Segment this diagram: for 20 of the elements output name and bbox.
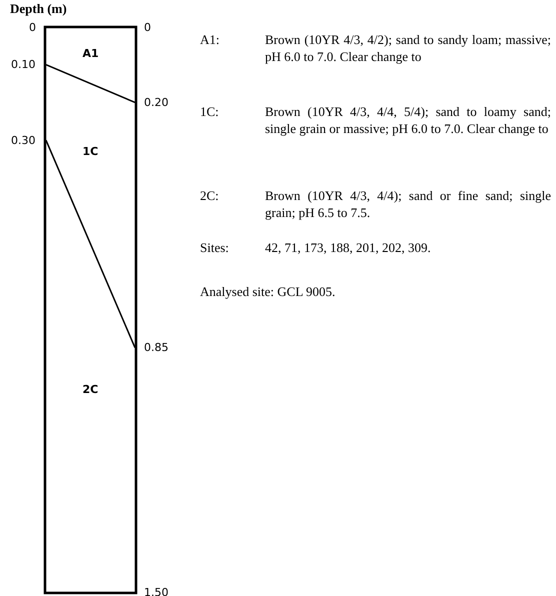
depth-value: 0	[144, 20, 151, 34]
note-heading: Sites:	[200, 239, 229, 256]
horizon-code: 2C:	[200, 187, 219, 204]
analysed-site-note: Analysed site: GCL 9005.	[200, 283, 336, 300]
horizon-description: Brown (10YR 4/3, 4/4, 5/4); sand to loamy sand; single grain or massive; pH 6.0 to 7.0. Clear change to	[265, 103, 551, 137]
depth-value: 0.20	[144, 96, 168, 109]
depth-value: 0	[29, 20, 36, 34]
depth-value: 0.30	[11, 134, 36, 147]
sites-list: 42, 71, 173, 188, 201, 202, 309.	[265, 239, 431, 256]
horizon-code: 1C:	[200, 103, 219, 120]
horizon-description: Brown (10YR 4/3, 4/4); sand or fine sand; single grain; pH 6.5 to 7.5.	[265, 187, 551, 221]
horizon-label: 2C	[82, 382, 98, 396]
axis-title: Depth (m)	[10, 0, 67, 17]
depth-value: 0.85	[144, 341, 168, 354]
soil-profile-column	[44, 26, 138, 594]
depth-value: 0.10	[11, 58, 36, 72]
horizon-description: Brown (10YR 4/3, 4/2); sand to sandy loam; massive; pH 6.0 to 7.0. Clear change to	[265, 31, 551, 65]
horizon-label: A1	[82, 46, 99, 60]
horizon-code: A1:	[200, 31, 220, 48]
horizon-label: 1C	[82, 145, 98, 158]
